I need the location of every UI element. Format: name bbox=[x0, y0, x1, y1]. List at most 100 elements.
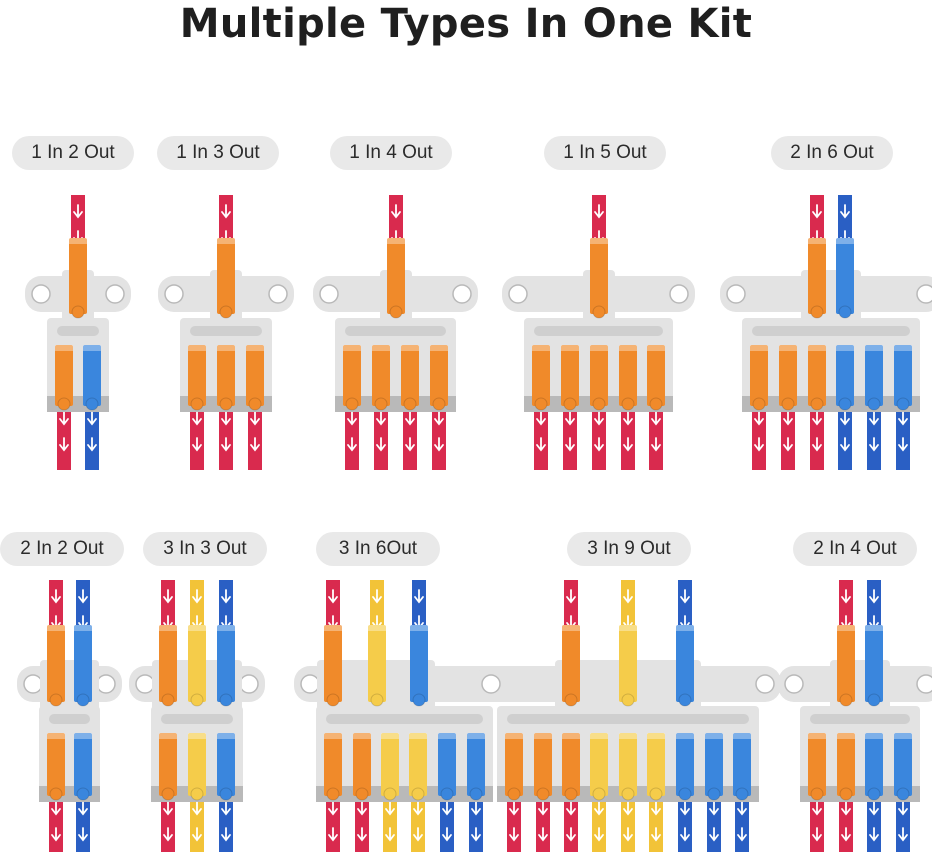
wire-arrow bbox=[754, 411, 764, 426]
wire-arrow bbox=[709, 801, 719, 816]
housing-slot bbox=[190, 326, 262, 336]
lever-highlight bbox=[590, 733, 608, 739]
input-lever bbox=[368, 625, 386, 702]
wire-arrow bbox=[434, 411, 444, 426]
output-lever bbox=[438, 733, 456, 796]
wire-arrow bbox=[651, 437, 661, 452]
input-lever bbox=[387, 238, 405, 314]
input-lever bbox=[837, 625, 855, 702]
wire-arrow bbox=[78, 589, 88, 604]
housing-slot bbox=[752, 326, 910, 336]
output-lever bbox=[381, 733, 399, 796]
lever-highlight bbox=[808, 733, 826, 739]
connector-3 bbox=[502, 195, 695, 470]
housing-slot bbox=[326, 714, 483, 724]
lever-knob bbox=[403, 397, 417, 411]
lever-highlight bbox=[865, 345, 883, 351]
wire-arrow bbox=[869, 589, 879, 604]
lever-knob bbox=[370, 693, 384, 707]
lever-highlight bbox=[381, 733, 399, 739]
lever-knob bbox=[440, 787, 454, 801]
wire-arrow bbox=[594, 437, 604, 452]
lever-highlight bbox=[808, 345, 826, 351]
output-lever bbox=[217, 733, 235, 796]
housing-base bbox=[800, 786, 920, 802]
lever-knob bbox=[85, 397, 99, 411]
wire-arrow bbox=[566, 589, 576, 604]
housing-slot bbox=[345, 326, 446, 336]
lever-knob bbox=[649, 397, 663, 411]
input-lever bbox=[808, 238, 826, 314]
lever-knob bbox=[838, 305, 852, 319]
lever-knob bbox=[896, 787, 910, 801]
lever-highlight bbox=[188, 345, 206, 351]
wire-arrow bbox=[840, 437, 850, 452]
output-lever bbox=[590, 733, 608, 796]
wire-arrow bbox=[405, 437, 415, 452]
lever-highlight bbox=[647, 733, 665, 739]
wire-arrow bbox=[73, 204, 83, 219]
wire-arrow bbox=[59, 437, 69, 452]
lever-knob bbox=[707, 787, 721, 801]
connector-label: 1 In 4 Out bbox=[330, 136, 452, 170]
lever-highlight bbox=[324, 625, 342, 631]
wire-arrow bbox=[812, 437, 822, 452]
lever-knob bbox=[411, 787, 425, 801]
wire-arrow bbox=[328, 827, 338, 842]
connector-label: 1 In 5 Out bbox=[544, 136, 666, 170]
wire-arrow bbox=[51, 827, 61, 842]
connector-label: 3 In 9 Out bbox=[567, 532, 691, 566]
wire-arrow bbox=[192, 411, 202, 426]
wire-arrow bbox=[221, 801, 231, 816]
wire-arrow bbox=[566, 827, 576, 842]
wire-arrow bbox=[347, 437, 357, 452]
lever-knob bbox=[810, 397, 824, 411]
lever-highlight bbox=[159, 625, 177, 631]
output-lever bbox=[159, 733, 177, 796]
lever-knob bbox=[867, 787, 881, 801]
wire-arrow bbox=[391, 204, 401, 219]
connector-label: 1 In 2 Out bbox=[12, 136, 134, 170]
connector-1 bbox=[158, 195, 294, 470]
lever-knob bbox=[374, 397, 388, 411]
housing-slot bbox=[507, 714, 749, 724]
wire-arrow bbox=[737, 827, 747, 842]
lever-highlight bbox=[779, 345, 797, 351]
input-lever bbox=[619, 625, 637, 702]
wire-arrow bbox=[812, 801, 822, 816]
wire-arrow bbox=[221, 827, 231, 842]
wire-arrow bbox=[709, 827, 719, 842]
output-lever bbox=[836, 345, 854, 406]
output-lever bbox=[733, 733, 751, 796]
wire-arrow bbox=[680, 589, 690, 604]
output-lever bbox=[324, 733, 342, 796]
wire-arrow bbox=[538, 801, 548, 816]
lever-knob bbox=[71, 305, 85, 319]
wire-arrow bbox=[221, 411, 231, 426]
wire-arrow bbox=[357, 827, 367, 842]
lever-highlight bbox=[467, 733, 485, 739]
lever-knob bbox=[592, 397, 606, 411]
wire-arrow bbox=[442, 827, 452, 842]
wire-arrow bbox=[869, 411, 879, 426]
lever-highlight bbox=[188, 733, 206, 739]
housing-slot bbox=[57, 326, 99, 336]
lever-knob bbox=[564, 693, 578, 707]
connector-label: 3 In 3 Out bbox=[143, 532, 267, 566]
connector-8 bbox=[475, 580, 781, 852]
lever-highlight bbox=[894, 733, 912, 739]
connector-7 bbox=[294, 580, 515, 852]
output-lever bbox=[217, 345, 235, 406]
mounting-hole bbox=[452, 284, 472, 304]
input-lever bbox=[590, 238, 608, 314]
mounting-hole bbox=[481, 674, 501, 694]
input-lever bbox=[188, 625, 206, 702]
wire-arrow bbox=[594, 411, 604, 426]
output-lever bbox=[647, 733, 665, 796]
wire-arrow bbox=[328, 801, 338, 816]
output-lever bbox=[647, 345, 665, 406]
input-lever bbox=[562, 625, 580, 702]
wire-arrow bbox=[898, 437, 908, 452]
connector-5 bbox=[17, 580, 122, 852]
lever-highlight bbox=[865, 625, 883, 631]
